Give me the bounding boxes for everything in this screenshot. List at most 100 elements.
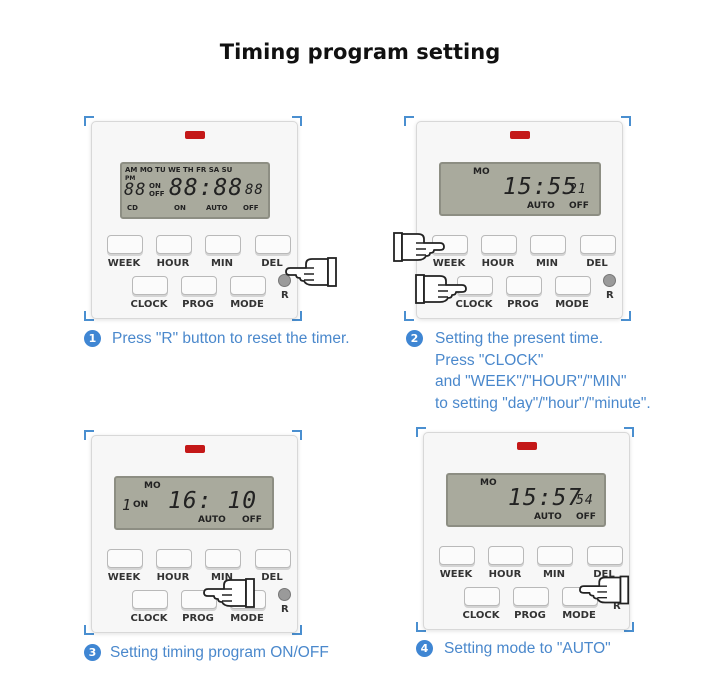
- lcd-program-digits: 88: [124, 180, 147, 200]
- lcd-time: 88:88: [169, 175, 244, 201]
- del-label: DEL: [261, 572, 283, 583]
- min-label: MIN: [535, 258, 559, 269]
- del-label: DEL: [261, 258, 283, 269]
- indicator-led-icon: [510, 131, 530, 139]
- min-button[interactable]: [205, 549, 241, 568]
- indicator-led-icon: [185, 131, 205, 139]
- del-button[interactable]: [255, 235, 291, 254]
- lcd-seconds: 54: [576, 493, 594, 508]
- lcd-time: 15:55: [503, 174, 578, 200]
- lcd-cd: CD: [127, 204, 138, 212]
- lcd-off: OFF: [576, 512, 596, 522]
- hour-button[interactable]: [481, 235, 517, 254]
- lcd-day: MO: [480, 478, 497, 488]
- lcd-pm: PM: [125, 175, 136, 182]
- min-button[interactable]: [205, 235, 241, 254]
- lcd-day: MO: [144, 481, 161, 491]
- lcd-auto: AUTO: [534, 512, 562, 522]
- lcd-bottom-auto: AUTO: [206, 204, 228, 212]
- clock-label: CLOCK: [462, 610, 500, 621]
- lcd-auto: AUTO: [527, 201, 555, 211]
- step-4-caption: Setting mode to "AUTO": [444, 640, 611, 657]
- reset-label: R: [281, 604, 289, 615]
- reset-button-icon[interactable]: [278, 274, 291, 287]
- lcd-auto: AUTO: [198, 515, 226, 525]
- week-button[interactable]: [107, 235, 143, 254]
- step-2-line-2: Press "CLOCK": [435, 351, 544, 369]
- min-button[interactable]: [537, 546, 573, 565]
- reset-button-icon[interactable]: [603, 274, 616, 287]
- week-button[interactable]: [107, 549, 143, 568]
- clock-button[interactable]: [464, 587, 500, 606]
- corner-mark: [84, 116, 94, 126]
- lcd-bottom-off: OFF: [243, 204, 259, 212]
- corner-mark: [624, 427, 634, 437]
- corner-mark: [621, 311, 631, 321]
- prog-label: PROG: [507, 299, 539, 310]
- corner-mark: [416, 622, 426, 632]
- hour-label: HOUR: [156, 258, 190, 269]
- prog-label: PROG: [182, 299, 214, 310]
- clock-label: CLOCK: [455, 299, 493, 310]
- min-label: MIN: [210, 258, 234, 269]
- corner-mark: [404, 311, 414, 321]
- lcd-off: OFF: [569, 201, 589, 211]
- lcd-day: MO: [473, 167, 490, 177]
- timer-panel-4: MO 15:57 54 AUTO OFF WEEK HOUR MIN DEL C…: [416, 427, 634, 632]
- lcd-seconds: 88: [245, 182, 264, 198]
- mode-button[interactable]: [230, 276, 266, 295]
- clock-button[interactable]: [132, 590, 168, 609]
- mode-label: MODE: [562, 610, 596, 621]
- clock-label: CLOCK: [130, 613, 168, 624]
- corner-mark: [416, 427, 426, 437]
- del-button[interactable]: [255, 549, 291, 568]
- prog-label: PROG: [514, 610, 546, 621]
- reset-button-icon[interactable]: [278, 588, 291, 601]
- step-1-caption: Press "R" button to reset the timer.: [112, 330, 350, 347]
- corner-mark: [84, 430, 94, 440]
- hour-label: HOUR: [156, 572, 190, 583]
- corner-mark: [621, 116, 631, 126]
- week-label: WEEK: [439, 569, 473, 580]
- min-label: MIN: [542, 569, 566, 580]
- hour-button[interactable]: [156, 235, 192, 254]
- prog-button[interactable]: [513, 587, 549, 606]
- step-number-3: 3: [84, 644, 101, 661]
- lcd-seconds: 21: [569, 182, 587, 197]
- step-3-caption: Setting timing program ON/OFF: [110, 644, 329, 661]
- week-button[interactable]: [439, 546, 475, 565]
- lcd-on: ON: [133, 500, 149, 510]
- lcd-bottom-on: ON: [174, 204, 186, 212]
- prog-button[interactable]: [506, 276, 542, 295]
- clock-label: CLOCK: [130, 299, 168, 310]
- del-button[interactable]: [580, 235, 616, 254]
- mode-button[interactable]: [555, 276, 591, 295]
- step-2-line-1: Setting the present time.: [435, 330, 604, 347]
- clock-button[interactable]: [132, 276, 168, 295]
- indicator-led-icon: [517, 442, 537, 450]
- indicator-led-icon: [185, 445, 205, 453]
- min-button[interactable]: [530, 235, 566, 254]
- prog-label: PROG: [182, 613, 214, 624]
- hour-label: HOUR: [488, 569, 522, 580]
- hour-button[interactable]: [488, 546, 524, 565]
- corner-mark: [292, 116, 302, 126]
- corner-mark: [84, 625, 94, 635]
- week-label: WEEK: [107, 258, 141, 269]
- step-2-line-3: and "WEEK"/"HOUR"/"MIN": [435, 373, 627, 390]
- mode-label: MODE: [555, 299, 589, 310]
- reset-label: R: [613, 601, 621, 612]
- hour-label: HOUR: [481, 258, 515, 269]
- hour-button[interactable]: [156, 549, 192, 568]
- week-label: WEEK: [107, 572, 141, 583]
- reset-label: R: [281, 290, 289, 301]
- pointing-hand-icon: [579, 575, 630, 605]
- lcd-off: OFF: [149, 190, 165, 198]
- timer-device: AM MO TU WE TH FR SA SU PM 88 ON OFF 88:…: [91, 121, 298, 319]
- prog-button[interactable]: [181, 276, 217, 295]
- del-button[interactable]: [587, 546, 623, 565]
- week-label: WEEK: [432, 258, 466, 269]
- step-2-line-4: to setting "day"/"hour"/"minute".: [435, 394, 651, 412]
- step-number-4: 4: [416, 640, 433, 657]
- lcd-on: ON: [149, 182, 161, 190]
